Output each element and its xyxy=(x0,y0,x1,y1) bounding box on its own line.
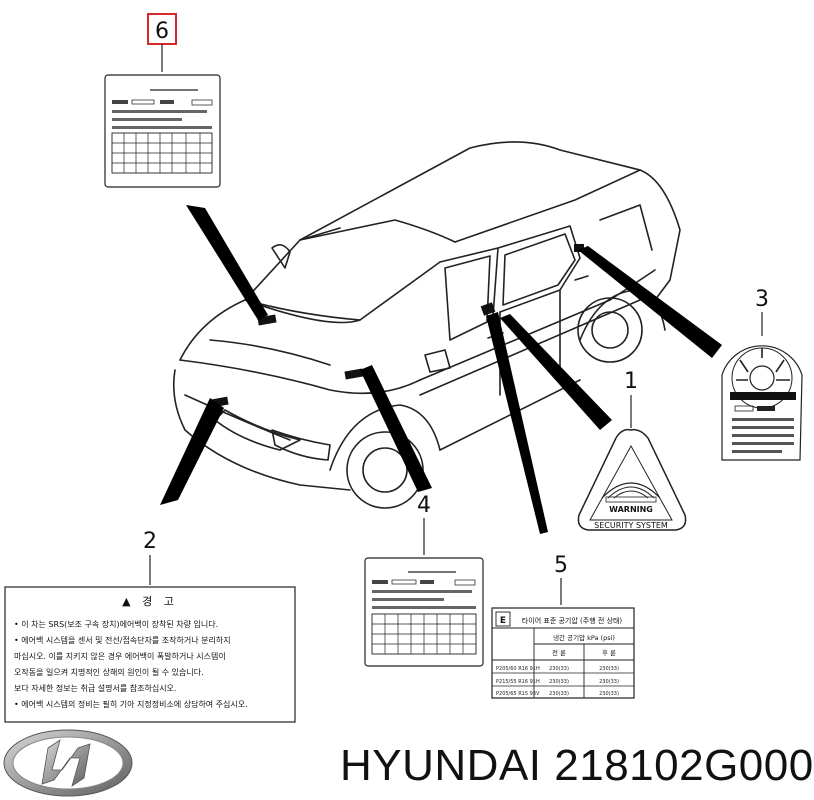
tire-row-2-front: 230(33) xyxy=(549,679,569,685)
caution-line-3: 마십시오. 이를 지키지 않은 경우 에어백이 폭발하거나 시스템이 xyxy=(14,651,226,661)
tire-row-3-rear: 230(33) xyxy=(599,691,619,697)
callout-5: 5 xyxy=(554,553,568,605)
caution-label: ▲ 경 고 • 이 차는 SRS(보조 구속 장치)에어백이 장착된 차량 입니… xyxy=(4,586,296,723)
spec-label-top xyxy=(104,74,221,188)
callout-6-number: 6 xyxy=(155,19,169,44)
tire-row-3-size: P205/65 R15 93V xyxy=(496,691,540,697)
callout-3-number: 3 xyxy=(755,287,769,312)
part-number-caption: HYUNDAI 218102G000 xyxy=(340,741,814,790)
callout-6: 6 xyxy=(147,13,177,72)
caution-line-1: • 이 차는 SRS(보조 구속 장치)에어백이 장착된 차량 입니다. xyxy=(14,619,218,629)
tire-row-2-rear: 230(33) xyxy=(599,679,619,685)
callout-2-number: 2 xyxy=(143,529,157,554)
tire-row-2-size: P215/55 R16 91H xyxy=(496,679,540,685)
caution-line-6: • 에어백 시스템의 정비는 필히 기아 지정정비소에 상담하여 주십시오. xyxy=(14,699,248,709)
callout-5-number: 5 xyxy=(554,553,568,578)
tire-pressure-label: E 타이어 표준 공기압 (주행 전 상태) 냉간 공기압 kPa (psi) … xyxy=(491,607,635,699)
leader-wedges xyxy=(160,205,722,534)
triangle-system-text: SECURITY SYSTEM xyxy=(594,521,668,530)
svg-text:E: E xyxy=(500,616,506,626)
triangle-warning-text: WARNING xyxy=(609,505,653,514)
spec-label-bottom xyxy=(364,557,484,667)
callout-4: 4 xyxy=(417,493,431,555)
callout-4-number: 4 xyxy=(417,493,431,518)
tire-row-1-rear: 230(33) xyxy=(599,666,619,672)
car-outline xyxy=(172,141,681,509)
tire-row-3-front: 230(33) xyxy=(549,691,569,697)
tire-label-header: 타이어 표준 공기압 (주행 전 상태) xyxy=(522,616,623,625)
callout-1-number: 1 xyxy=(624,369,638,394)
callout-3: 3 xyxy=(755,287,769,336)
label-location-marks xyxy=(211,244,584,408)
tire-col-front: 전 륜 xyxy=(552,648,566,657)
hyundai-logo xyxy=(3,729,133,797)
callout-1: 1 xyxy=(624,369,638,428)
tire-col-rear: 후 륜 xyxy=(602,649,616,657)
tire-row-1-size: P205/60 R16 91H xyxy=(496,666,540,672)
caution-line-2: • 에어백 시스템을 센서 및 전선/접속단자를 조작하거나 분리하지 xyxy=(14,635,231,645)
tire-label-subheader: 냉간 공기압 kPa (psi) xyxy=(553,633,615,642)
tire-row-1-front: 230(33) xyxy=(549,666,569,672)
round-label xyxy=(721,345,803,461)
callout-2: 2 xyxy=(143,529,157,585)
caution-heading: ▲ 경 고 xyxy=(122,595,178,608)
triangle-security-label: WARNING SECURITY SYSTEM xyxy=(577,428,687,531)
caution-line-5: 보다 자세한 정보는 취급 설명서를 참조하십시오. xyxy=(14,683,176,693)
caution-line-4: 오작동을 일으켜 치명적인 상해의 원인이 될 수 있습니다. xyxy=(14,667,204,677)
